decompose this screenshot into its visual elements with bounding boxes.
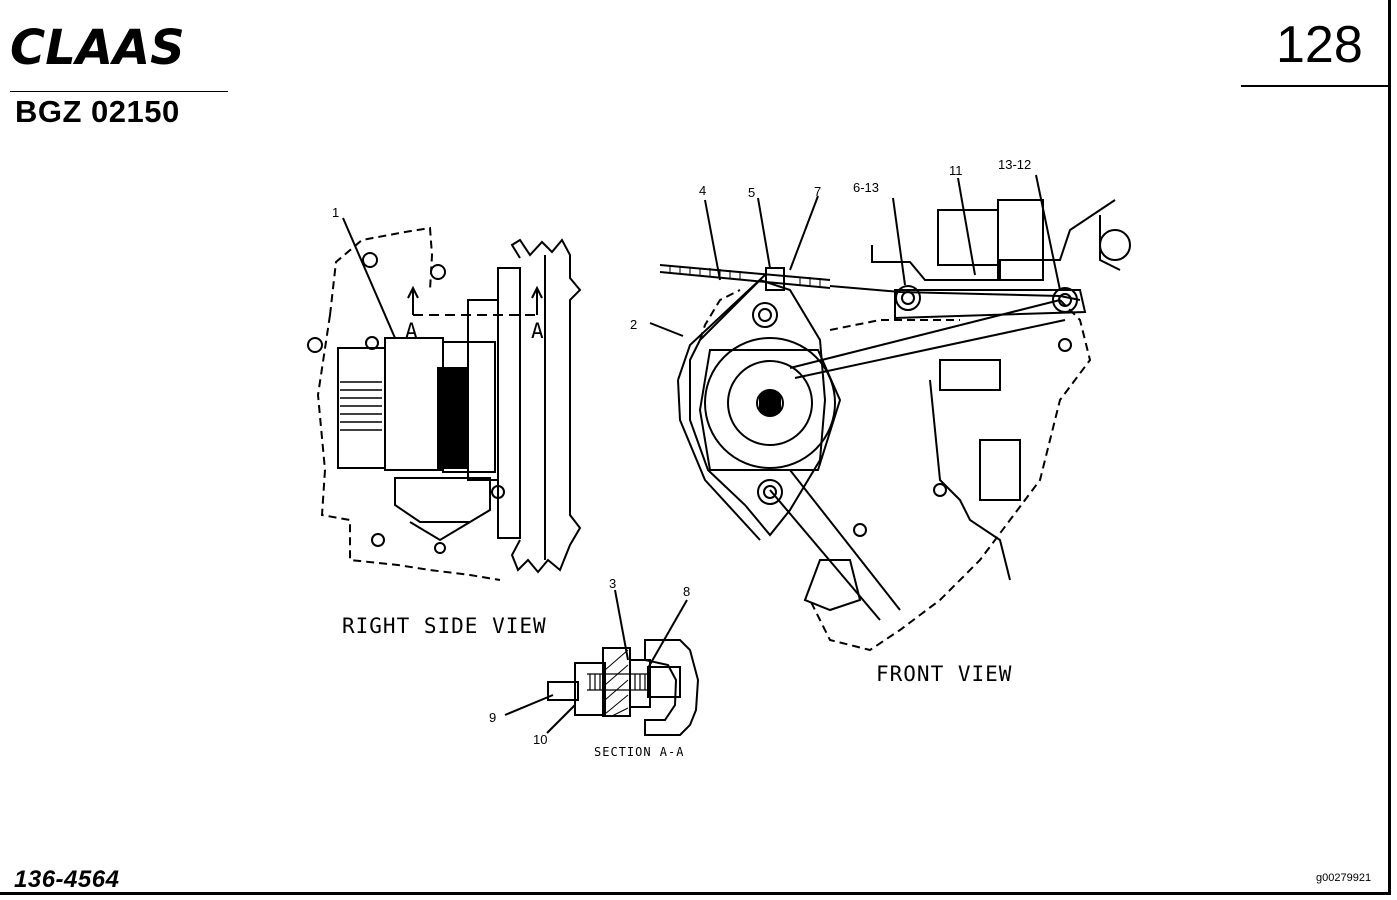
document-code: BGZ 02150 [15, 94, 180, 129]
callout-3: 3 [609, 576, 617, 591]
callout-10: 10 [533, 732, 548, 747]
callout-9: 9 [489, 710, 497, 725]
page-number: 128 [1276, 16, 1363, 74]
callout-11: 11 [949, 163, 963, 178]
callout-8: 8 [683, 584, 691, 599]
section-marker-left: A [405, 319, 419, 343]
header-rule-right [1241, 85, 1391, 87]
callout-13-12: 13-12 [998, 157, 1032, 172]
callout-5: 5 [748, 185, 756, 200]
section-a-a-label: SECTION A-A [594, 745, 685, 759]
part-number: 136-4564 [14, 866, 120, 893]
front-view-label: FRONT VIEW [876, 662, 1013, 686]
callout-7: 7 [814, 184, 822, 199]
callout-6-13: 6-13 [853, 180, 880, 195]
callout-1: 1 [332, 205, 340, 220]
right-side-view-label: RIGHT SIDE VIEW [342, 614, 547, 638]
section-a-a-drawing [504, 589, 700, 736]
header-rule-left [10, 91, 228, 92]
callout-4: 4 [699, 183, 707, 198]
callout-2: 2 [630, 317, 638, 332]
right-side-view-drawing [307, 217, 582, 581]
front-view-drawing [649, 174, 1131, 652]
claas-logo: CLAAS [10, 24, 185, 70]
image-reference: g00279921 [1316, 872, 1372, 884]
section-marker-right: A [531, 319, 545, 343]
logo-wordmark: CLAAS [10, 24, 185, 70]
